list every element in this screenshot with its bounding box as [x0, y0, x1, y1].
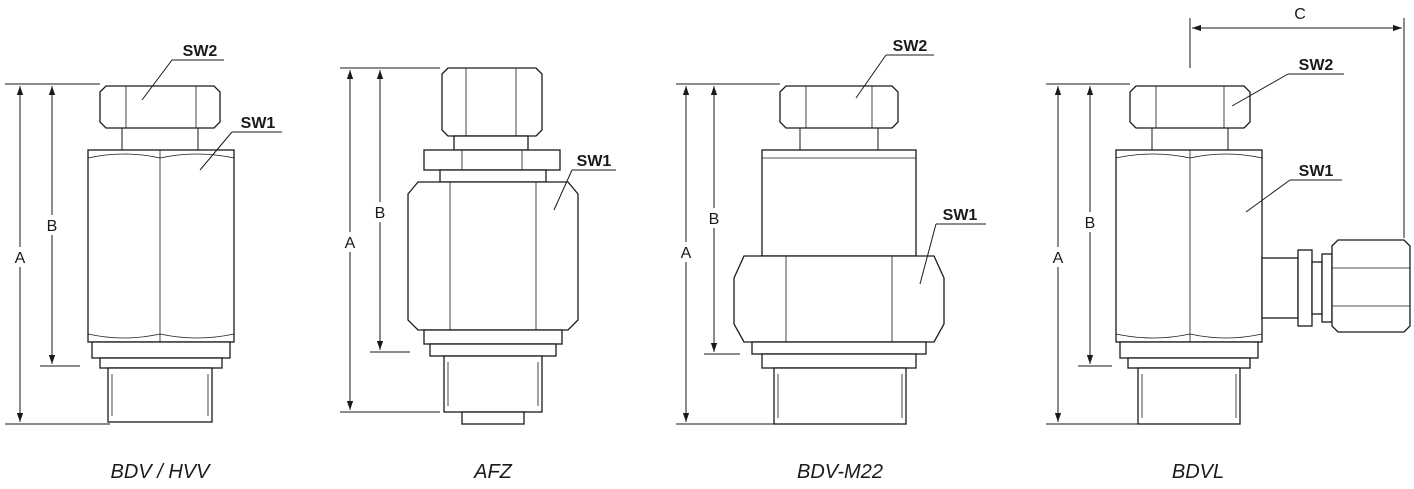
dimension-c-label: C	[1294, 6, 1306, 23]
dimension-b-label: B	[709, 211, 720, 228]
thread	[107, 367, 213, 423]
cylinder-body	[761, 149, 917, 257]
sw1-label: SW1	[241, 115, 276, 132]
dimension-a-label: A	[345, 235, 356, 252]
sw1-leader	[199, 131, 233, 171]
sw1-hex-body	[407, 181, 579, 331]
dimension-b-label: B	[375, 205, 386, 222]
sw1-leader	[1245, 179, 1291, 213]
sw1-label: SW1	[1299, 163, 1334, 180]
figure-bdvl: A B C	[1046, 4, 1411, 483]
side-port	[1261, 257, 1299, 319]
figure-afz: A B SW1 AFZ	[340, 67, 616, 483]
caption: BDVL	[1172, 461, 1224, 483]
sw2-nut	[779, 85, 899, 129]
sw1-hex-body	[87, 149, 235, 343]
sw1-hex-body	[1115, 149, 1263, 343]
dimension-b-label: B	[1085, 215, 1096, 232]
thread	[443, 355, 543, 413]
sw1-label: SW1	[943, 207, 978, 224]
thread	[773, 367, 907, 425]
sw2-label: SW2	[1299, 57, 1334, 74]
sw2-leader	[855, 54, 887, 99]
dimension-a-label: A	[681, 245, 692, 262]
sw2-leader	[141, 59, 173, 101]
sw1-hex-body	[733, 255, 945, 343]
sw2-label: SW2	[893, 38, 928, 55]
dimension-a-label: A	[1053, 250, 1064, 267]
caption: BDV / HVV	[111, 461, 212, 483]
dimension-a-label: A	[15, 250, 26, 267]
sw1-leader	[919, 223, 937, 285]
thread	[1137, 367, 1241, 425]
figure-bdv-m22: A B SW2 SW1 BDV-M22	[676, 38, 986, 483]
figure-bdv-hvv: A B SW2 SW1 BDV / HVV	[5, 43, 282, 483]
sw2-nut	[1129, 85, 1251, 129]
fitting-nut	[441, 67, 543, 137]
dimension-b-label: B	[47, 218, 58, 235]
caption: AFZ	[473, 461, 513, 483]
side-fitting-nut	[1331, 239, 1411, 333]
sw2-nut	[99, 85, 221, 129]
sw1-label: SW1	[577, 153, 612, 170]
sw2-label: SW2	[183, 43, 218, 60]
caption: BDV-M22	[797, 461, 883, 483]
sw2-leader	[1231, 73, 1289, 107]
sw1-leader	[553, 169, 573, 211]
